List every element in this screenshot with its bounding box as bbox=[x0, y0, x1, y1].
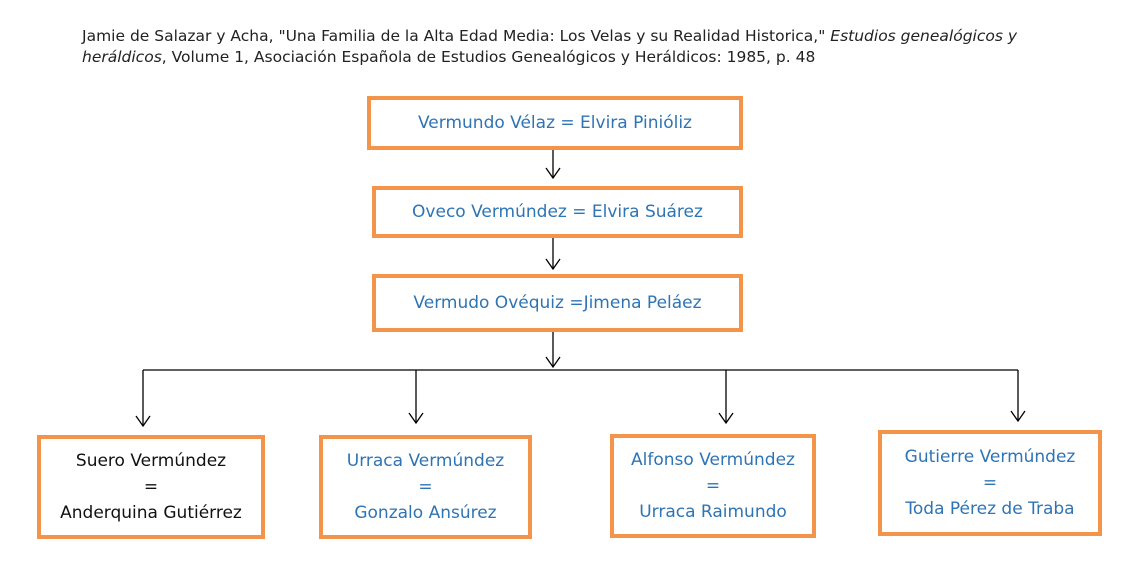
child-4-spouse: Toda Pérez de Traba bbox=[905, 499, 1075, 519]
arrowhead-child-4 bbox=[1010, 410, 1026, 423]
citation-publisher: , Volume 1, Asociación Española de Estud… bbox=[161, 48, 816, 66]
generation-box-3: Vermudo Ovéquiz =Jimena Peláez bbox=[372, 274, 743, 332]
generation-box-1: Vermundo Vélaz = Elvira Pinióliz bbox=[367, 96, 743, 150]
arrowhead-child-3 bbox=[718, 412, 734, 425]
arrowhead-bar bbox=[545, 356, 561, 369]
generation-1-label: Vermundo Vélaz = Elvira Pinióliz bbox=[418, 113, 692, 133]
arrowhead-gen3 bbox=[545, 258, 561, 271]
citation-line-1: Jamie de Salazar y Acha, "Una Familia de… bbox=[82, 26, 1082, 47]
child-3-equals: = bbox=[705, 476, 721, 496]
citation-author-title: Jamie de Salazar y Acha, "Una Familia de… bbox=[82, 27, 831, 45]
citation-journal-part-1: Estudios genealógicos y bbox=[830, 27, 1018, 45]
child-2-name: Urraca Vermúndez bbox=[346, 451, 505, 471]
arrowhead-gen2 bbox=[545, 167, 561, 180]
generation-box-2: Oveco Vermúndez = Elvira Suárez bbox=[372, 186, 743, 238]
child-2-equals: = bbox=[418, 477, 433, 497]
child-1-name: Suero Vermúndez bbox=[75, 451, 227, 471]
child-3-name: Alfonso Vermúndez bbox=[631, 450, 795, 470]
generation-2-label: Oveco Vermúndez = Elvira Suárez bbox=[412, 202, 703, 222]
child-1-spouse: Anderquina Gutiérrez bbox=[60, 503, 242, 523]
arrowhead-child-1 bbox=[135, 415, 151, 428]
citation-journal-part-2: heráldicos bbox=[82, 48, 162, 66]
citation-line-2: heráldicos, Volume 1, Asociación Español… bbox=[82, 47, 1082, 68]
child-3-spouse: Urraca Raimundo bbox=[639, 502, 787, 522]
arrowhead-child-2 bbox=[408, 412, 424, 425]
child-box-3: Alfonso Vermúndez = Urraca Raimundo bbox=[610, 434, 816, 538]
generation-3-label: Vermudo Ovéquiz =Jimena Peláez bbox=[413, 293, 702, 313]
child-4-name: Gutierre Vermúndez bbox=[904, 447, 1076, 467]
child-box-2: Urraca Vermúndez = Gonzalo Ansúrez bbox=[319, 435, 532, 539]
source-citation: Jamie de Salazar y Acha, "Una Familia de… bbox=[82, 26, 1082, 68]
child-box-1: Suero Vermúndez = Anderquina Gutiérrez bbox=[37, 435, 265, 539]
child-2-spouse: Gonzalo Ansúrez bbox=[354, 503, 497, 523]
child-box-4: Gutierre Vermúndez = Toda Pérez de Traba bbox=[878, 430, 1102, 536]
child-1-equals: = bbox=[143, 477, 159, 497]
child-4-equals: = bbox=[982, 473, 998, 493]
